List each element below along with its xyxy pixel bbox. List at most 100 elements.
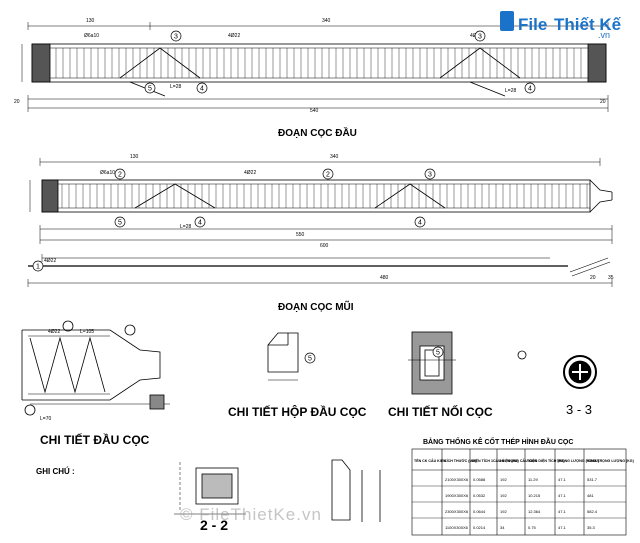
title-pile-tip: ĐOẠN CỌC MŨI — [278, 300, 354, 313]
dim-tip-20: 20 — [590, 275, 596, 281]
callout-d22-mid: 4Ø22 — [244, 170, 256, 176]
table-header: KÍCH THƯỚC (MM) — [444, 458, 477, 463]
section-2-2 — [174, 459, 381, 522]
title-section-22: 2 - 2 — [200, 517, 228, 533]
dim-top-20l: 20 — [14, 99, 20, 105]
callout-number: 4 — [198, 220, 202, 227]
logo-word: File — [518, 15, 547, 34]
callout-l28-top: L=28 — [170, 84, 181, 90]
table-cell: 0.0214 — [473, 525, 486, 530]
title-section-33: 3 - 3 — [566, 402, 592, 417]
title-detail-joint: CHI TIẾT NỐI CỌC — [388, 404, 493, 419]
callout-number: 1 — [36, 264, 40, 271]
callout-number: 4 — [200, 86, 204, 93]
callout-d22-detail: 4Ø22 — [48, 329, 60, 335]
table-cell: 0.0588 — [473, 477, 486, 482]
callout-number: 2 — [326, 172, 330, 179]
callout-circle — [432, 346, 444, 358]
dim-tip-35: 35 — [608, 275, 614, 281]
pile-box-detail — [267, 332, 299, 381]
steel-table — [411, 448, 627, 536]
title-notes: GHI CHÚ : — [36, 467, 75, 476]
table-cell: 481 — [587, 493, 594, 498]
table-cell: 47.1 — [558, 493, 567, 498]
callout-number: 5 — [148, 86, 152, 93]
callout-d22-tip: 4Ø22 — [44, 258, 56, 264]
table-header: DIỆN TÍCH 1CẤU KIỆN (M2) — [472, 458, 520, 463]
dim-top-total: 540 — [310, 108, 319, 114]
callout-circle — [474, 30, 486, 42]
table-cell: 192 — [500, 493, 507, 498]
table-cell: 531.7 — [587, 477, 598, 482]
dim-top-130: 130 — [86, 18, 95, 24]
callout-l105: L=105 — [80, 329, 94, 335]
callout-number: 5 — [436, 350, 440, 357]
table-cell: 192 — [500, 477, 507, 482]
dim-mid-600: 600 — [320, 243, 329, 249]
table-cell: 11.29 — [528, 477, 538, 482]
table-header: TỔNG DIỆN TÍCH (M2) — [527, 458, 566, 463]
callout-circle — [144, 82, 156, 94]
title-detail-head: CHI TIẾT ĐẦU CỌC — [40, 432, 150, 447]
brand-logo: File Thiết Kế .vn — [498, 8, 636, 42]
callout-number: 4 — [418, 220, 422, 227]
table-cell: 192 — [500, 509, 507, 514]
callout-number: 4 — [528, 86, 532, 93]
table-cell: 0.0644 — [473, 509, 486, 514]
dim-top-20r: 20 — [600, 99, 606, 105]
callout-circle — [194, 216, 206, 228]
table-cell: 2100X300X6 — [445, 477, 469, 482]
dim-mid-340: 340 — [330, 154, 339, 160]
callout-circle — [424, 168, 436, 180]
callout-number: 2 — [118, 172, 122, 179]
table-cell: 35.3 — [587, 525, 596, 530]
table-header: TRỌNG LƯỢNG (KG/M2) — [557, 459, 600, 463]
callout-number: 5 — [118, 220, 122, 227]
callout-number: 3 — [428, 172, 432, 179]
file-icon — [500, 11, 514, 31]
callout-circle — [414, 216, 426, 228]
table-cell: 1100X300X6 — [445, 525, 469, 530]
pile-joint-detail — [408, 331, 456, 395]
callout-circle — [322, 168, 334, 180]
callout-number: 5 — [308, 356, 312, 363]
table-header: SỐ LƯỢNG CẤU KIỆN — [499, 458, 538, 463]
pile-head-elevation — [21, 22, 609, 112]
table-cell: 12.364 — [528, 509, 541, 514]
table-cell: 0.75 — [528, 525, 537, 530]
table-cell: 0.0532 — [473, 493, 486, 498]
table-cell: 10.215 — [528, 493, 541, 498]
callout-circle — [32, 260, 44, 272]
table-cell: 47.1 — [558, 477, 567, 482]
callout-l28-mid: L=28 — [180, 224, 191, 230]
table-header: TỔNG TRỌNG LƯỢNG (KG) — [586, 458, 635, 463]
table-cell: 582.4 — [587, 509, 598, 514]
callout-circle — [524, 82, 536, 94]
logo-domain: .vn — [598, 30, 610, 40]
logo-rest: Thiết Kế — [554, 15, 622, 34]
table-cell: 34 — [500, 525, 505, 530]
callout-l28-top-r: L=28 — [505, 88, 516, 94]
callout-circle — [114, 168, 126, 180]
dim-tip-total: 480 — [380, 275, 389, 281]
table-title: BẢNG THỐNG KÊ CỐT THÉP HÌNH ĐẦU CỌC — [423, 436, 573, 446]
stirrups-mid — [61, 184, 588, 208]
callout-circle — [170, 30, 182, 42]
callout-l70: L=70 — [40, 416, 51, 422]
pile-mid-elevation — [29, 158, 613, 244]
table-header: TÊN CK CẤU KIỆN — [414, 458, 446, 463]
pile-head-detail — [21, 320, 170, 416]
section-3-3 — [517, 350, 597, 389]
stirrups-top — [55, 48, 582, 78]
callout-circle — [196, 82, 208, 94]
table-cell: 2300X300X6 — [445, 509, 469, 514]
dim-mid-130: 130 — [130, 154, 139, 160]
title-pile-head: ĐOẠN CỌC ĐẦU — [278, 126, 357, 139]
callout-circle — [114, 216, 126, 228]
callout-number: 3 — [174, 34, 178, 41]
callout-circle — [304, 352, 316, 364]
dim-top-340: 340 — [322, 18, 331, 24]
dim-mid-total: 550 — [296, 232, 305, 238]
